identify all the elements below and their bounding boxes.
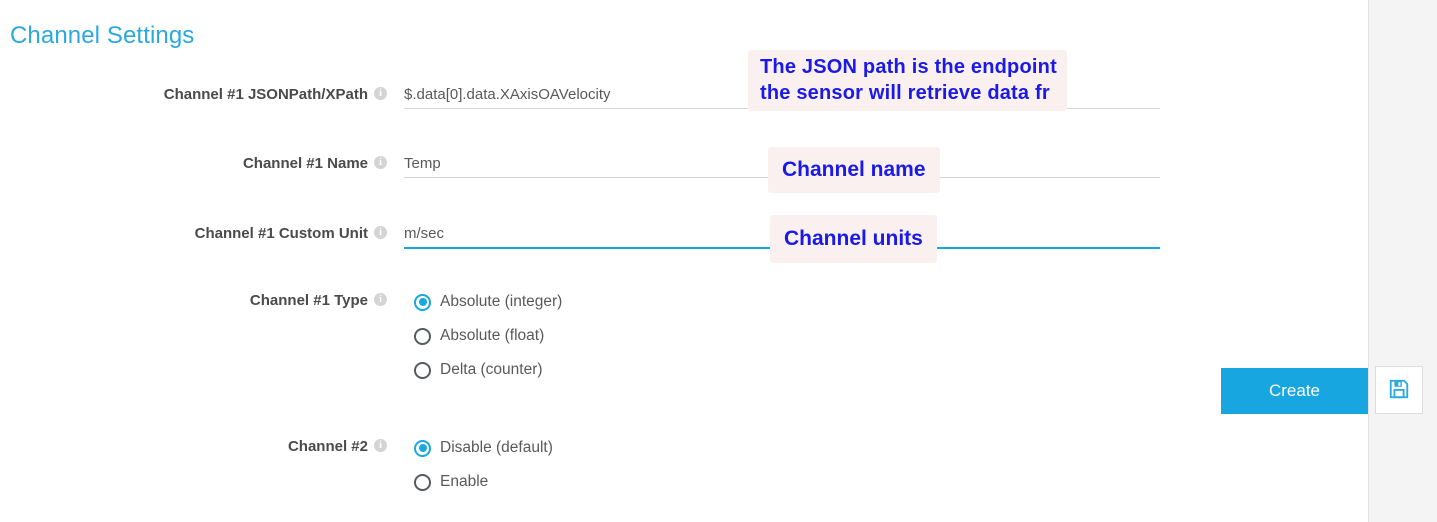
field-label-wrap-name: Channel #1 Name [0, 155, 368, 175]
annotation-channel-units: Channel units [770, 215, 937, 263]
annotation-channel-units-text: Channel units [784, 227, 923, 250]
field-label-wrap-channel2: Channel #2 [0, 438, 368, 458]
panel-divider [1368, 0, 1369, 522]
field-label-wrap-custom-unit: Channel #1 Custom Unit [0, 225, 368, 245]
save-floppy-disk-icon [1388, 378, 1410, 403]
annotation-jsonpath-line1: The JSON path is the endpoint [760, 56, 1057, 78]
radio-option-absolute-float[interactable]: Absolute (float) [414, 319, 562, 353]
field-label-wrap-jsonpath: Channel #1 JSONPath/XPath [0, 86, 368, 106]
radio-group-channel2: Disable (default) Enable [414, 431, 553, 499]
radio-label-delta-counter: Delta (counter) [440, 361, 543, 378]
radio-label-absolute-float: Absolute (float) [440, 327, 545, 344]
field-label-custom-unit: Channel #1 Custom Unit [194, 225, 368, 242]
radio-option-absolute-integer[interactable]: Absolute (integer) [414, 285, 562, 319]
main-panel: Channel Settings Channel #1 JSONPath/XPa… [0, 0, 1368, 522]
annotation-channel-name: Channel name [768, 147, 940, 193]
field-label-channel1-type: Channel #1 Type [249, 292, 368, 309]
radio-label-absolute-integer: Absolute (integer) [440, 293, 563, 310]
radio-label-disable-default: Disable (default) [440, 439, 553, 456]
radio-mark-icon [414, 327, 431, 345]
save-button[interactable] [1375, 366, 1423, 414]
field-label-channel2: Channel #2 [287, 438, 368, 455]
field-label-jsonpath: Channel #1 JSONPath/XPath [163, 86, 368, 103]
radio-option-delta-counter[interactable]: Delta (counter) [414, 353, 562, 387]
info-icon-jsonpath[interactable]: i [374, 87, 387, 100]
radio-option-disable-default[interactable]: Disable (default) [414, 431, 553, 465]
field-label-wrap-channel1-type: Channel #1 Type [0, 292, 368, 312]
create-button[interactable]: Create [1221, 368, 1368, 414]
radio-mark-icon [414, 361, 431, 379]
radio-label-enable: Enable [440, 473, 489, 490]
annotation-channel-name-text: Channel name [782, 158, 926, 181]
info-icon-custom-unit[interactable]: i [374, 226, 387, 239]
radio-mark-icon [414, 473, 431, 491]
field-label-name: Channel #1 Name [242, 155, 368, 172]
radio-option-enable[interactable]: Enable [414, 465, 553, 499]
right-rail [1369, 0, 1437, 522]
field-value-custom-unit: m/sec [404, 225, 445, 242]
radio-mark-icon [414, 293, 431, 311]
info-icon-name[interactable]: i [374, 156, 387, 169]
page-title: Channel Settings [10, 22, 195, 49]
field-value-name: Temp [404, 155, 441, 172]
info-icon-channel2[interactable]: i [374, 439, 387, 452]
annotation-jsonpath-line2: the sensor will retrieve data fr [760, 82, 1050, 104]
field-value-jsonpath: $.data[0].data.XAxisOAVelocity [404, 86, 611, 103]
info-icon-channel1-type[interactable]: i [374, 293, 387, 306]
radio-mark-icon [414, 439, 431, 457]
annotation-jsonpath: The JSON path is the endpoint the sensor… [748, 50, 1067, 111]
radio-group-channel1-type: Absolute (integer) Absolute (float) Delt… [414, 285, 562, 387]
